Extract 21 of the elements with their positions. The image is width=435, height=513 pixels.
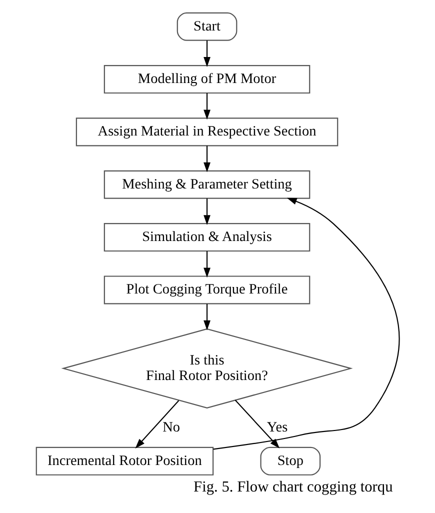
arrow [203, 251, 210, 278]
arrow [203, 93, 210, 120]
arrow [212, 198, 400, 450]
arrow [203, 40, 210, 67]
node-diamond: Is this Final Rotor Position? [60, 328, 352, 408]
arrow [203, 304, 210, 330]
node-box: Meshing & Parameter Setting [103, 170, 310, 199]
arrow [203, 198, 210, 225]
arrow [234, 400, 280, 448]
node-box: Assign Material in Respective Section [75, 118, 338, 146]
edge-label: Yes [266, 419, 288, 436]
arrow [203, 146, 210, 172]
node-box: Modelling of PM Motor [103, 65, 310, 94]
arrow [134, 400, 179, 448]
caption: Fig. 5. Flow chart cogging torqu [193, 478, 392, 496]
node-box: Stop [260, 446, 320, 476]
node-box: Start [176, 12, 237, 41]
edge-label: No [162, 419, 180, 436]
node-box: Incremental Rotor Position [35, 446, 214, 476]
node-box: Plot Cogging Torque Profile [103, 276, 310, 304]
node-box: Simulation & Analysis [103, 223, 310, 252]
